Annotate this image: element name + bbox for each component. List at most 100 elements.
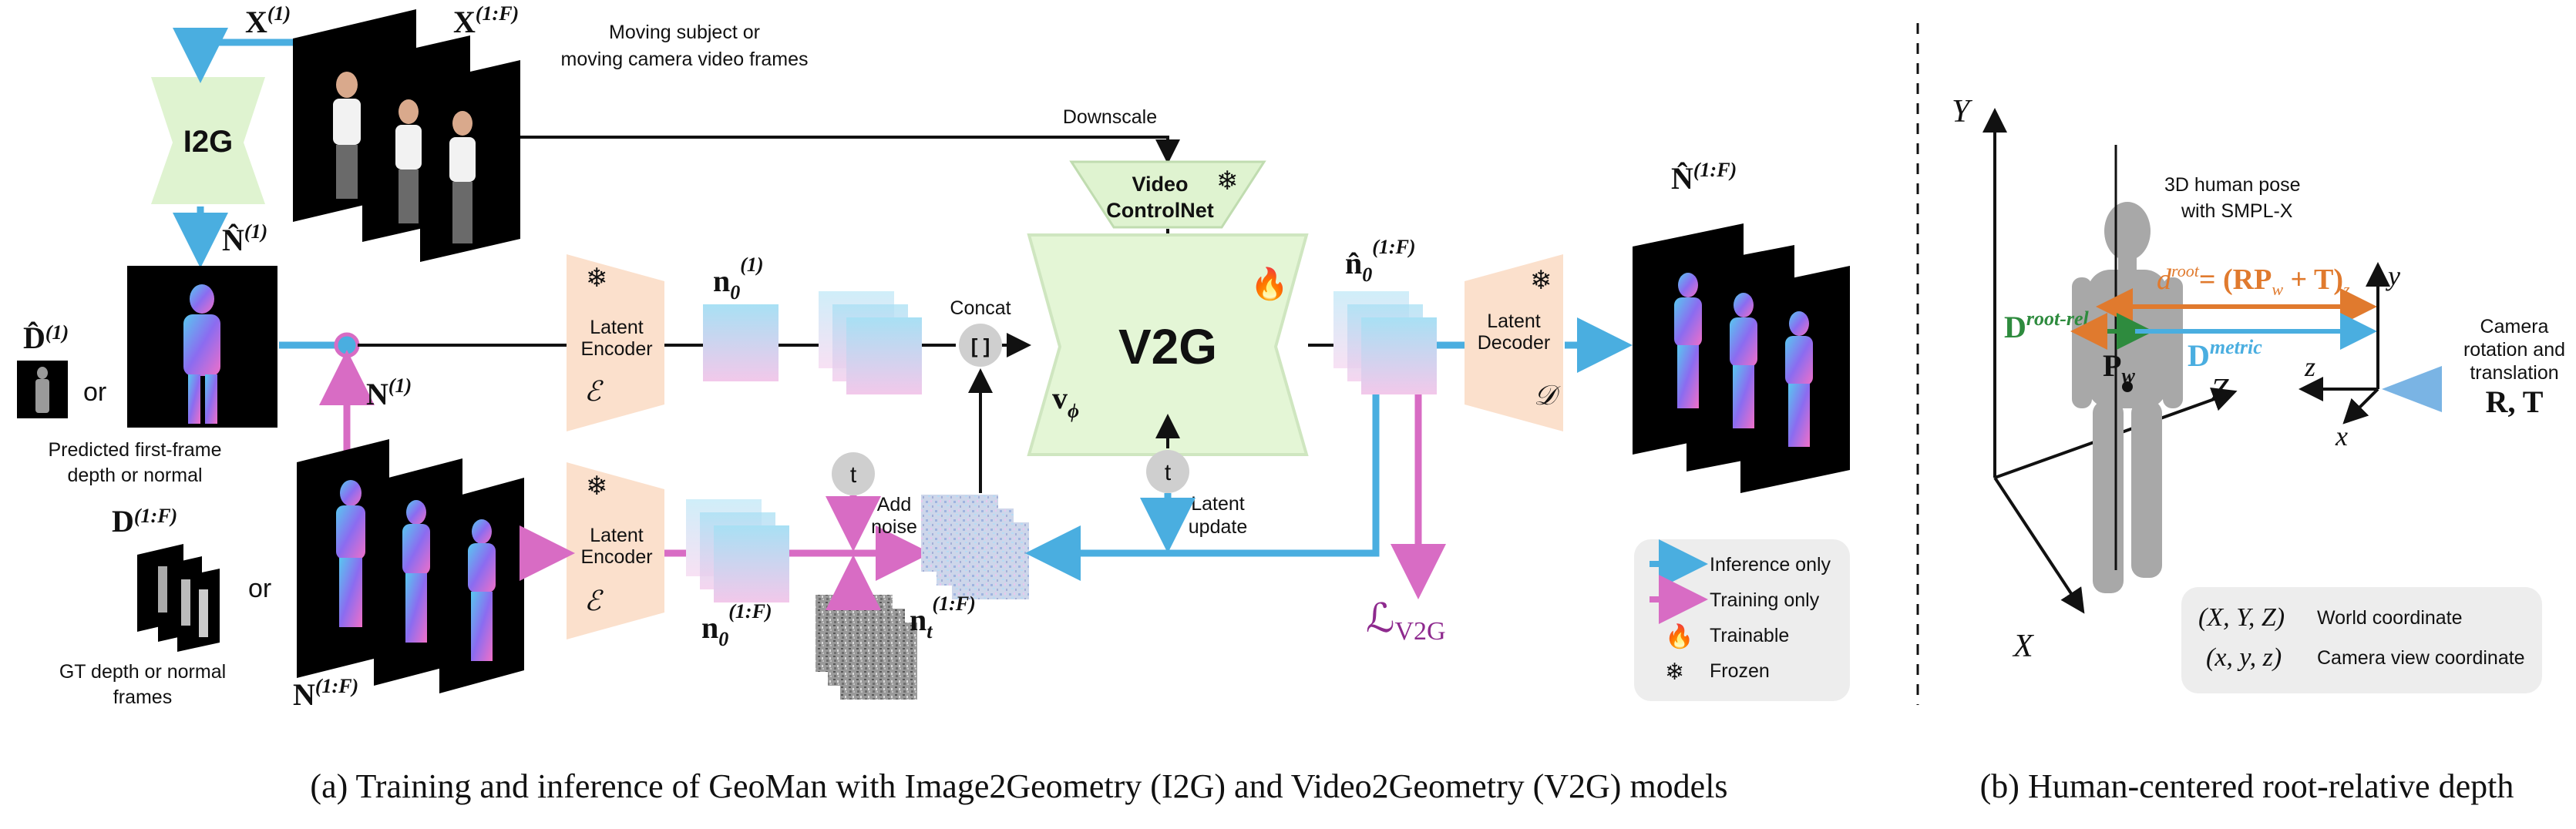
n0-1f-label: n0(1:F) [701, 600, 772, 650]
fire-icon: 🔥 [1665, 623, 1693, 649]
camera-icon [2382, 366, 2442, 412]
snowflake-icon: ❄ [586, 263, 608, 293]
coord-camera-symbol: (x, y, z) [2206, 643, 2282, 672]
latent-update-label-2: update [1189, 516, 1247, 538]
axis-Z-label: Z [2211, 373, 2229, 408]
output-latent-stack [1333, 291, 1437, 394]
snowflake-icon: ❄ [1216, 166, 1239, 196]
snowflake-icon: ❄ [1530, 266, 1552, 295]
cam-y-label: y [2386, 260, 2400, 291]
latent-encoder-bottom-label-1: Latent [590, 525, 644, 546]
switch-node [334, 332, 360, 358]
latent-decoder-label-2: Decoder [1478, 332, 1551, 354]
nt-1f-label: nt(1:F) [910, 592, 976, 643]
gt-depth-frames [137, 544, 220, 652]
legend-frozen-label: Frozen [1710, 660, 1770, 682]
concat-node [959, 324, 1002, 367]
pw-label: Pw [2103, 348, 2135, 387]
video-frames-label-1: Moving subject or [609, 22, 760, 43]
coord-camera-label: Camera view coordinate [2317, 647, 2525, 669]
or-text-2: or [248, 574, 271, 603]
x1-label: X(1) [245, 2, 291, 39]
concat-label: Concat [950, 297, 1011, 319]
latent-update-label-1: Latent [1191, 493, 1245, 515]
predicted-label-1: Predicted first-frame [48, 439, 221, 461]
gt-normal-frames [297, 439, 524, 693]
legend-trainable-label: Trainable [1710, 625, 1789, 646]
axis-Y-label: Y [1952, 94, 1973, 129]
nhat-1f-label: N̂(1:F) [1671, 159, 1737, 196]
latent-encoder-bottom-label-2: Encoder [580, 546, 652, 568]
camera-label-2: rotation and [2463, 339, 2565, 361]
world-x-axis [1993, 476, 2085, 614]
d-metric-label: Dmetric [2188, 336, 2262, 373]
controlnet-label-2: ControlNet [1106, 199, 1213, 222]
pose-label-2: with SMPL-X [2181, 200, 2293, 222]
nhat0-1f-label: n̂0(1:F) [1345, 236, 1416, 286]
downscale-path [520, 136, 1180, 164]
smplx-human-figure [2072, 202, 2183, 593]
latent-encoder-top [567, 254, 664, 431]
latent-update-loop [1025, 394, 1380, 581]
cam-z-label: z [2304, 351, 2315, 382]
v2g-block [1027, 233, 1309, 456]
caption-b: (b) Human-centered root-relative depth [1980, 767, 2514, 805]
add-noise-label-1: Add [877, 494, 911, 515]
controlnet-label-1: Video [1132, 173, 1188, 196]
i2g-label: I2G [183, 125, 233, 159]
nhat1-label: N̂(1) [222, 220, 267, 257]
cam-x-label: x [2335, 421, 2348, 451]
n1f-label: N(1:F) [293, 675, 358, 712]
latent-encoder-bottom [567, 462, 664, 639]
caption-a: (a) Training and inference of GeoMan wit… [310, 767, 1727, 805]
snowflake-icon: ❄ [1665, 660, 1684, 685]
gaussian-noise-stack [816, 595, 917, 700]
downscale-label: Downscale [1063, 106, 1157, 128]
axis-X-label: X [2012, 629, 2035, 664]
t-symbol-noise: t [850, 462, 857, 488]
gt-label-1: GT depth or normal [59, 661, 226, 683]
timestep-node-noise [832, 452, 875, 495]
timestep-node-v2g [1146, 450, 1189, 493]
input-video-frames [293, 9, 520, 262]
camera-label-1: Camera [2480, 316, 2549, 337]
video-controlnet-block [1069, 160, 1266, 229]
n0-1-label: n0(1) [713, 253, 764, 304]
add-noise-label-2: noise [871, 516, 917, 538]
n1-label: N(1) [366, 374, 412, 411]
pose-label-1: 3D human pose [2164, 174, 2301, 196]
coord-world-symbol: (X, Y, Z) [2198, 603, 2285, 632]
noisy-latent-stack [921, 495, 1029, 599]
legend-training-label: Training only [1710, 589, 1820, 611]
i2g-block [151, 77, 265, 204]
snowflake-icon: ❄ [586, 472, 608, 501]
latent-decoder [1465, 254, 1563, 431]
video-frames-label-2: moving camera video frames [561, 49, 809, 70]
output-normal-frames [1633, 223, 1850, 493]
x1f-label: X(1:F) [453, 2, 519, 39]
coord-world-label: World coordinate [2317, 607, 2463, 629]
d-root-label: droot= (RPw + T)z [2157, 261, 2350, 299]
camera-x-axis [2342, 388, 2379, 425]
predicted-label-2: depth or normal [67, 465, 202, 486]
latent-decoder-label-1: Latent [1487, 310, 1541, 332]
encoder-symbol-bottom: ℰ [584, 586, 604, 616]
v-phi-label: vϕ [1052, 381, 1079, 422]
gt-label-2: frames [113, 686, 172, 708]
latent-cond-stack [819, 291, 922, 394]
x1-arrow [173, 28, 308, 83]
coord-legend-box [2181, 587, 2542, 693]
latent-encoder-top-label-1: Latent [590, 317, 644, 338]
loss-label: ℒV2G [1366, 597, 1446, 646]
latent-n0-1 [703, 304, 779, 381]
dhat1-label: D̂(1) [23, 321, 69, 355]
d1f-label: D(1:F) [112, 504, 177, 539]
v2g-label: V2G [1118, 319, 1217, 374]
t-symbol-v2g: t [1165, 460, 1172, 485]
encoder-symbol-top: ℰ [584, 376, 604, 407]
root-point [2122, 381, 2133, 392]
rt-label: R, T [2486, 384, 2544, 419]
latent-encoder-top-label-2: Encoder [580, 338, 652, 360]
legend-inference-label: Inference only [1710, 554, 1831, 576]
